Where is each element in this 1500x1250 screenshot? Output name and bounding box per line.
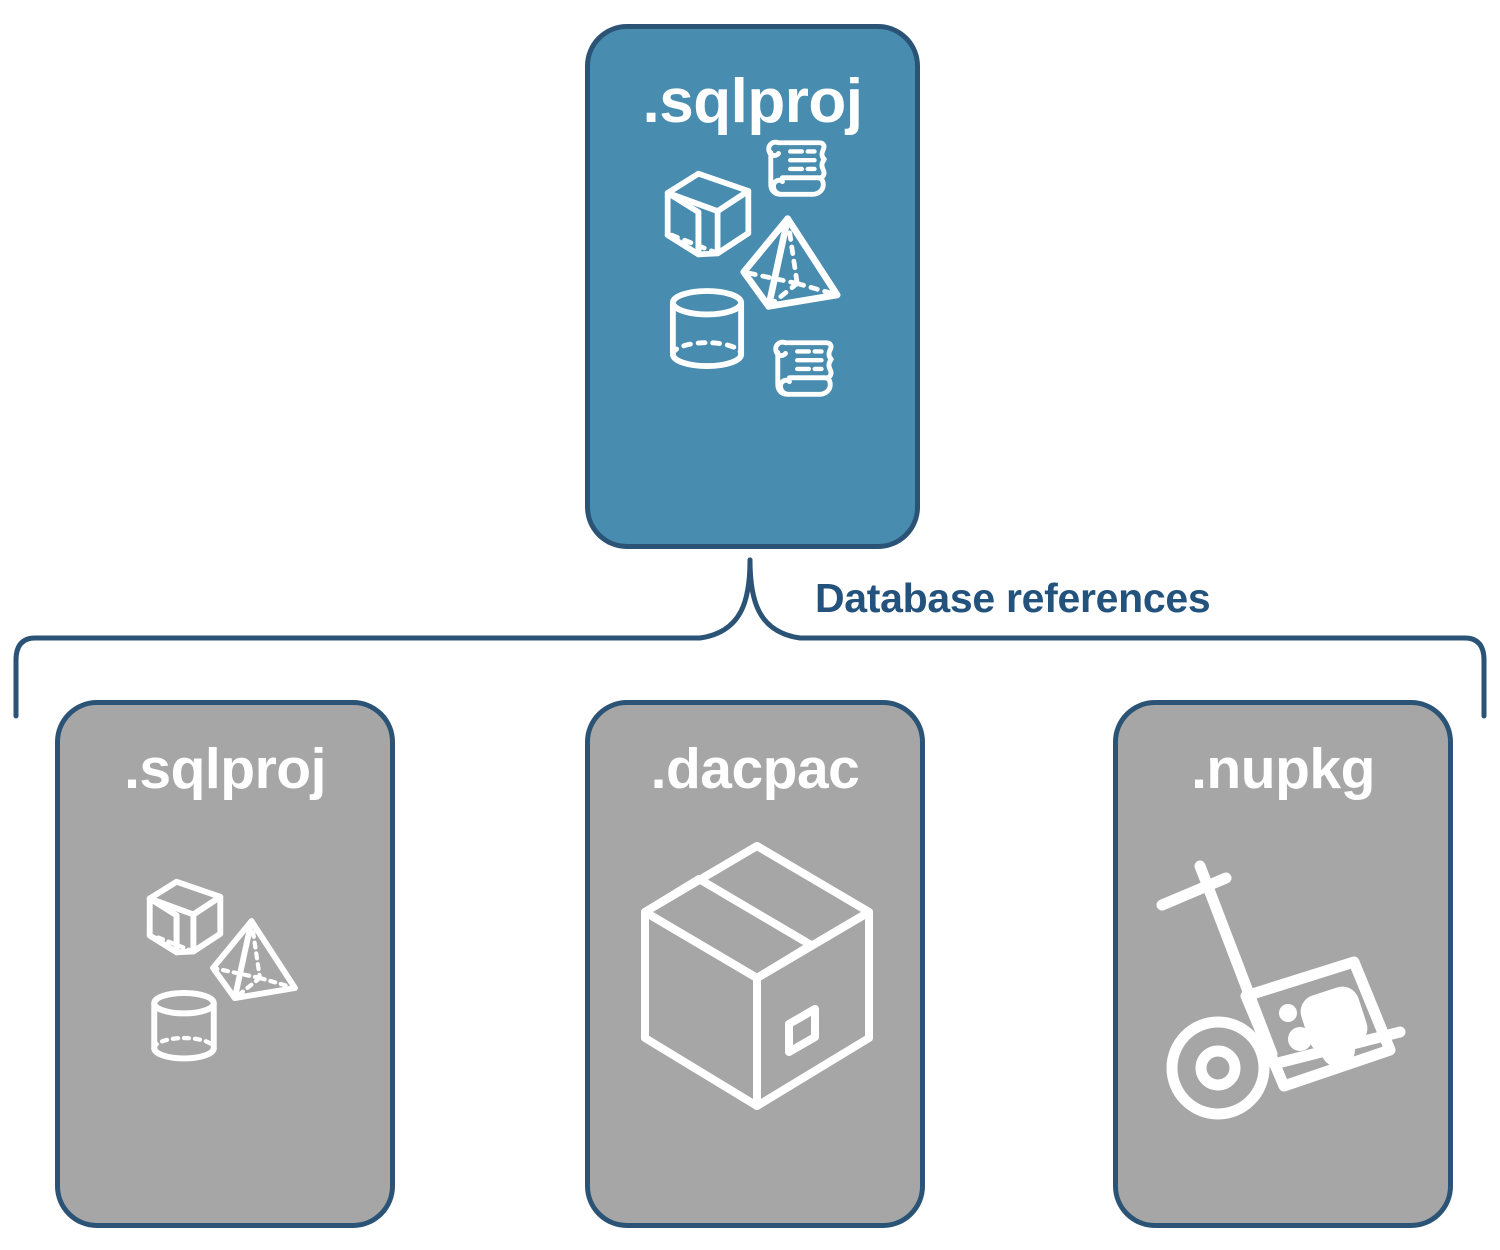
card-sqlproj-parent[interactable]: .sqlproj bbox=[585, 24, 920, 549]
card-title: .sqlproj bbox=[124, 737, 326, 801]
hand-truck-package-icon bbox=[1156, 860, 1406, 1120]
cube-wireframe-icon bbox=[664, 170, 752, 258]
card-title: .nupkg bbox=[1191, 737, 1375, 801]
shipping-box-icon bbox=[641, 842, 873, 1110]
card-dacpac-reference[interactable]: .dacpac bbox=[585, 700, 925, 1228]
parent-icon-group bbox=[590, 133, 915, 544]
card-nupkg-reference[interactable]: .nupkg bbox=[1113, 700, 1453, 1228]
scroll-icon bbox=[766, 139, 827, 197]
child-icon-group bbox=[60, 798, 390, 1223]
scroll-icon bbox=[773, 339, 834, 397]
connector-label: Database references bbox=[815, 575, 1211, 621]
cylinder-wireframe-icon bbox=[669, 288, 745, 369]
pyramid-wireframe-icon bbox=[210, 918, 298, 1001]
card-title: .dacpac bbox=[650, 737, 860, 801]
card-sqlproj-reference[interactable]: .sqlproj bbox=[55, 700, 395, 1228]
pyramid-wireframe-icon bbox=[740, 215, 841, 310]
child-icon-group bbox=[590, 798, 920, 1223]
card-title: .sqlproj bbox=[642, 67, 863, 136]
cylinder-wireframe-icon bbox=[151, 990, 217, 1062]
child-icon-group bbox=[1118, 798, 1448, 1223]
cube-wireframe-icon bbox=[146, 878, 224, 956]
